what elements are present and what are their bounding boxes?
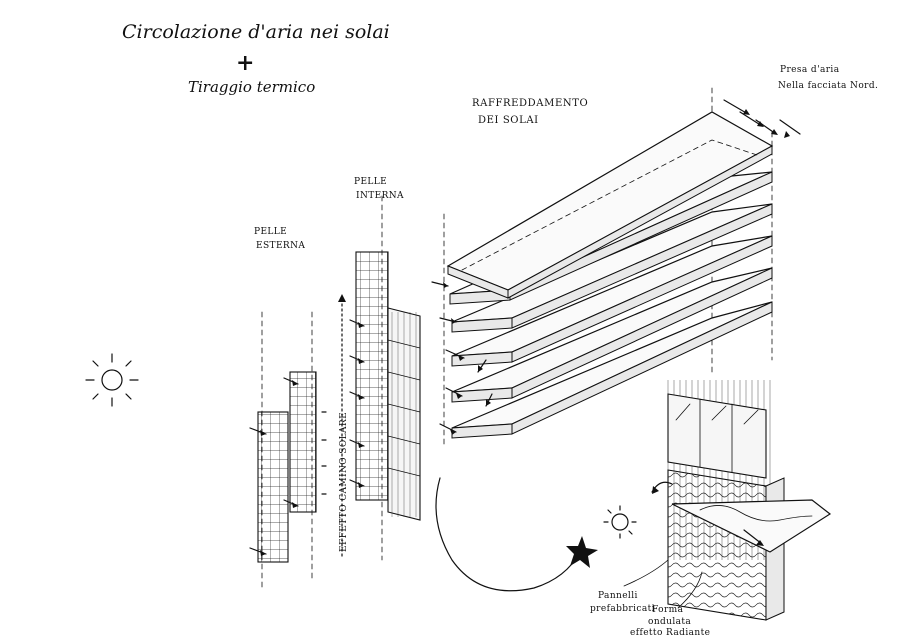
label-raffreddamento-2: DEI SOLAI	[478, 115, 539, 126]
slab-4	[451, 235, 773, 367]
detail-connector	[435, 477, 598, 592]
north-intake-arrows	[723, 99, 801, 138]
title-line-2: Tiraggio termico	[188, 78, 315, 96]
label-pelle-esterna-1: PELLE	[254, 227, 287, 237]
label-presa-1: Presa d'aria	[780, 65, 840, 75]
label-presa-2: Nella facciata Nord.	[778, 81, 878, 91]
star-marker-icon	[566, 536, 598, 568]
small-sun-icon	[603, 505, 637, 539]
title-block: Circolazione d'aria nei solai + Tiraggio…	[122, 21, 390, 96]
title-line-1: Circolazione d'aria nei solai	[122, 21, 390, 43]
slab-6	[451, 301, 773, 439]
wall-detail: Pannelli prefabbricati Forma ondulata ef…	[590, 380, 832, 638]
slab-1-top	[446, 111, 774, 299]
slab-5	[451, 267, 773, 403]
slab-air-arrows	[431, 281, 493, 435]
label-pannelli-1: Pannelli	[598, 591, 638, 601]
slab-stack: RAFFREDDAMENTO DEI SOLAI Presa d'aria Ne…	[431, 65, 878, 449]
label-pelle-interna-1: PELLE	[354, 177, 387, 187]
label-forma-3: effetto Radiante	[630, 628, 710, 638]
label-pelle-esterna-2: ESTERNA	[256, 241, 305, 251]
outer-skin: PELLE ESTERNA	[249, 227, 327, 591]
title-plus: +	[236, 50, 254, 76]
label-pelle-interna-2: INTERNA	[356, 191, 404, 201]
label-forma-2: ondulata	[648, 617, 691, 627]
inner-skin: EFFETTO CAMINO SOLARE PELLE INTERNA	[338, 177, 421, 561]
label-effetto-camino: EFFETTO CAMINO SOLARE	[339, 412, 349, 552]
slab-3	[451, 203, 773, 333]
label-raffreddamento-1: RAFFREDDAMENTO	[472, 98, 588, 109]
sun-icon	[85, 353, 139, 407]
label-forma-1: Forma	[652, 605, 684, 615]
label-pannelli-2: prefabbricati	[590, 604, 655, 614]
